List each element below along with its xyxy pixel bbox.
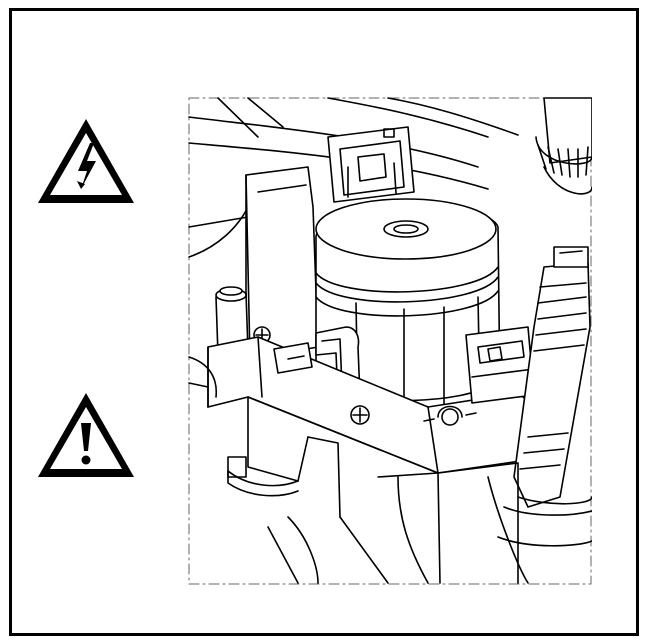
electric-hazard-icon	[34, 115, 138, 209]
general-warning-icon	[34, 389, 138, 483]
motor-illustration	[188, 97, 592, 585]
figure-frame	[9, 8, 639, 636]
